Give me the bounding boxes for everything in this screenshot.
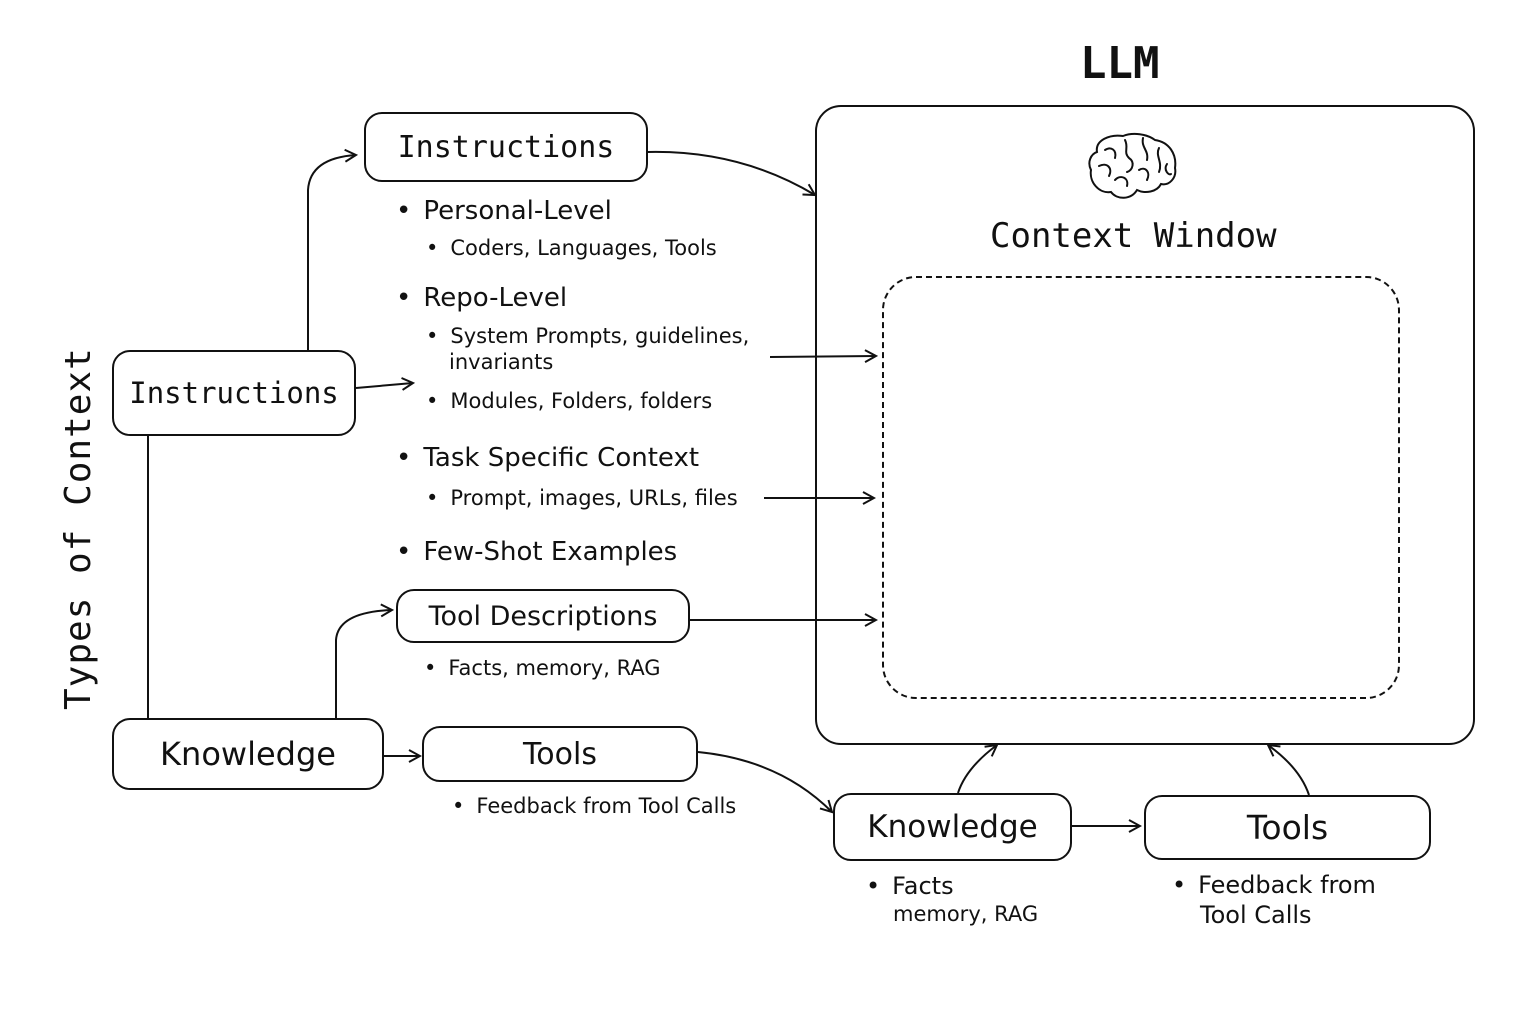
arrow-tools-to-bottom-knowledge [697, 751, 832, 812]
brain-icon [1088, 132, 1177, 199]
arrow-top-instructions-to-llm [647, 150, 815, 195]
context-window-title: Context Window [990, 216, 1277, 256]
context-window-box [882, 276, 1400, 699]
bottom-tools-note-feedback: Feedback from [1172, 871, 1376, 899]
arrow-left-instructions-to-list [355, 383, 413, 388]
bottom-knowledge-note-facts: Facts [866, 872, 953, 900]
list-subitem-modules: Modules, Folders, folders [426, 389, 712, 413]
bottom-knowledge-node[interactable]: Knowledge [833, 793, 1072, 861]
list-item-facts-memory-rag: Facts, memory, RAG [424, 656, 660, 680]
list-subitem-invariants: invariants [449, 350, 554, 374]
list-item-feedback-tool-calls: Feedback from Tool Calls [452, 794, 736, 818]
list-item-few-shot: Few-Shot Examples [396, 537, 677, 567]
list-item-task-specific: Task Specific Context [396, 443, 699, 473]
list-item-personal-level: Personal-Level [396, 196, 612, 226]
types-of-context-label: Types of Context [58, 347, 99, 710]
left-knowledge-node[interactable]: Knowledge [112, 718, 384, 790]
bottom-knowledge-note-memory: memory, RAG [893, 902, 1039, 926]
middle-tools-node[interactable]: Tools [422, 726, 698, 782]
arrow-repo-to-context [769, 356, 876, 357]
llm-box [815, 105, 1475, 745]
tool-descriptions-node[interactable]: Tool Descriptions [396, 589, 690, 643]
list-subitem-system-prompts: System Prompts, guidelines, [426, 324, 749, 348]
bottom-tools-note-tool-calls: Tool Calls [1200, 901, 1312, 929]
arrow-bottom-tools-to-llm [1268, 745, 1310, 796]
arrow-bottom-knowledge-to-llm [957, 745, 997, 794]
list-subitem-prompt-images: Prompt, images, URLs, files [426, 486, 737, 510]
list-subitem-coders: Coders, Languages, Tools [426, 236, 716, 260]
top-instructions-node[interactable]: Instructions [364, 112, 648, 182]
list-item-repo-level: Repo-Level [396, 283, 567, 313]
bottom-tools-node[interactable]: Tools [1144, 795, 1431, 860]
arrow-left-instructions-to-top-instructions [307, 155, 356, 350]
left-instructions-node[interactable]: Instructions [112, 350, 356, 436]
arrow-knowledge-to-tool-descriptions [335, 610, 392, 718]
llm-title: LLM [1080, 38, 1160, 89]
